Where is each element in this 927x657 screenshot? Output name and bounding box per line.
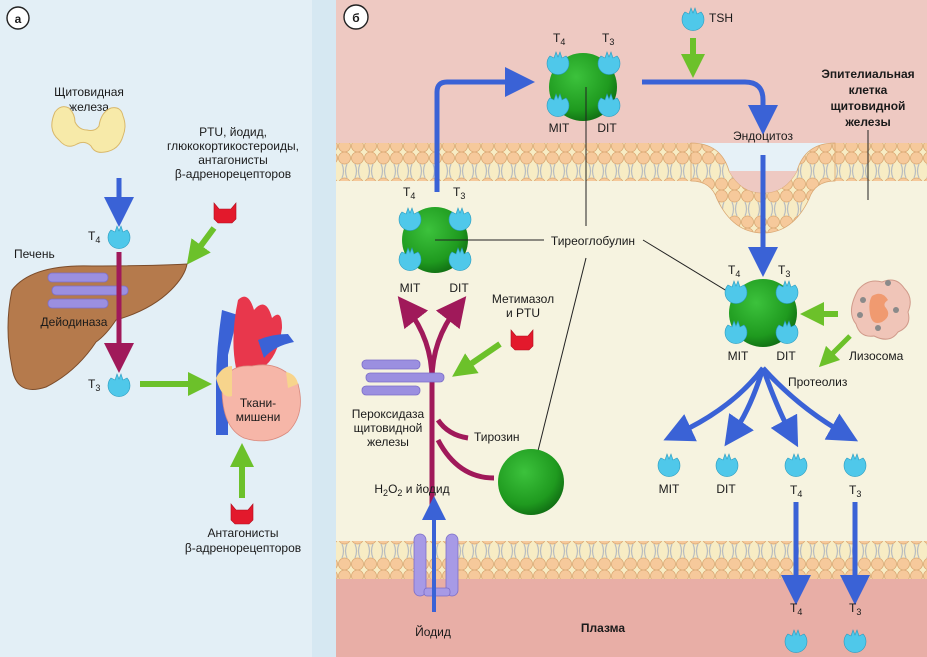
cell-mit-label: MIT: [400, 281, 421, 295]
colloid-thyroglobulin-icon: [546, 51, 621, 121]
lysosome-icon: [851, 279, 911, 340]
plasma-t4-label: T4: [790, 601, 802, 617]
endo-t4-label: T4: [728, 263, 740, 279]
branch-to-dit-arrow: [724, 367, 766, 447]
thyroglobulin-label: Тиреоглобулин: [551, 234, 635, 248]
branch-to-t3-arrow: [761, 366, 859, 442]
endo-dit-label: DIT: [776, 349, 796, 363]
iodide-label: Йодид: [415, 624, 451, 639]
plasma-t3-label: T3: [849, 601, 861, 617]
released-dit-label: DIT: [716, 482, 736, 496]
plasma-label: Плазма: [581, 621, 625, 635]
endocytosis-arrow: [642, 79, 778, 135]
colloid-t3-label: T3: [602, 31, 614, 47]
cell-t4-label: T4: [403, 185, 415, 201]
released-t4-label: T4: [790, 483, 802, 499]
released-t3-label: T3: [849, 483, 861, 499]
tsh-label: TSH: [709, 11, 733, 25]
h2o2-iodide-label: H2O2 и йодид: [374, 482, 449, 498]
thyroid-gland-icon: [51, 106, 126, 153]
colloid-mit-label: MIT: [549, 121, 570, 135]
heart-target-tissue-icon: [216, 296, 301, 442]
proteolysis-arrow: [818, 334, 852, 368]
inhibition-arrow: [186, 226, 217, 265]
methimazole-inhibition-arrow: [452, 341, 502, 377]
released-mit-label: MIT: [659, 482, 680, 496]
cell-t3-label: T3: [453, 185, 465, 201]
tyrosine-label: Тирозин: [474, 430, 520, 444]
panel-a-marker: а: [6, 6, 30, 30]
branch-to-t4-arrow: [760, 367, 799, 448]
lysosome-label: Лизосома: [849, 349, 904, 363]
apical-membrane: [336, 143, 691, 181]
proteolysis-label: Протеолиз: [788, 375, 848, 389]
thyroglobulin-branch: [435, 438, 495, 481]
apical-membrane-right: [835, 143, 927, 181]
inhibitors-label: PTU, йодид,глюкокортикостероиды,антагони…: [167, 125, 299, 181]
thyroglobulin-pointer-bottom: [529, 257, 587, 484]
colloid-dit-label: DIT: [597, 121, 617, 135]
panel-b-marker: б: [343, 4, 369, 30]
panel-divider: [312, 0, 336, 657]
t4-label: T4: [88, 229, 100, 245]
branch-to-mit-arrow: [663, 366, 765, 442]
colloid-t4-label: T4: [553, 31, 565, 47]
secretion-to-colloid-arrow: [434, 67, 535, 192]
thyroglobulin-protein-icon: [498, 449, 564, 515]
t3-label: T3: [88, 377, 100, 393]
deiodinase-enzyme-icon: [47, 272, 129, 309]
iodide-transporter-icon: [413, 533, 459, 597]
endocytosis-label: Эндоцитоз: [733, 129, 793, 143]
endo-t3-label: T3: [778, 263, 790, 279]
peroxidase-enzyme-icon: [361, 359, 445, 396]
endocytosed-thyroglobulin-icon: [724, 279, 799, 347]
target-tissue-label: Ткани-мишени: [236, 396, 281, 424]
panel-b-marker-text: б: [352, 11, 359, 25]
endo-mit-label: MIT: [728, 349, 749, 363]
tyrosine-branch: [435, 418, 469, 441]
liver-label: Печень: [14, 247, 55, 261]
panel-a-marker-text: а: [15, 12, 22, 26]
cell-dit-label: DIT: [449, 281, 469, 295]
deiodinase-label: Дейодиназа: [41, 315, 108, 329]
